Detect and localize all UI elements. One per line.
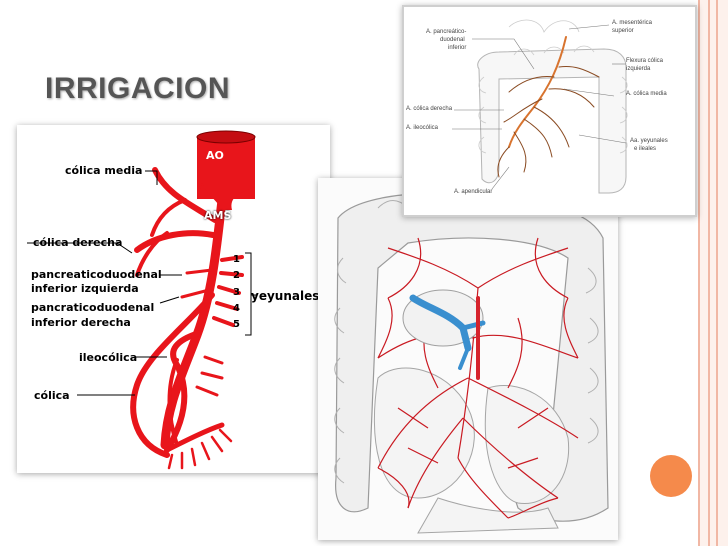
sma-label: AMS: [204, 209, 232, 222]
number-1: 1: [233, 254, 240, 265]
label-pancreaticoduodenal-der-2: inferior derecha: [31, 316, 131, 329]
ref-label-mesenterica-2: superior: [612, 28, 634, 34]
label-colica: cólica: [34, 389, 70, 402]
ref-label-pancreatico-2: duodenal: [440, 37, 465, 43]
aorta-shape: [196, 130, 256, 210]
number-5: 5: [233, 319, 240, 330]
label-ileocolica: ileocólica: [79, 351, 138, 364]
anatomical-illustration: [318, 178, 618, 540]
reference-diagram: A. pancreático- duodenal inferior A. mes…: [402, 5, 697, 217]
ref-label-pancreatico-1: A. pancreático-: [426, 29, 467, 35]
ref-label-yeyunales-1: Aa. yeyunales: [630, 138, 668, 144]
ref-label-flexura-2: izquierda: [626, 66, 651, 72]
slide-border-decoration: [698, 0, 728, 546]
ref-label-ileocolica: A. ileocólica: [406, 125, 439, 131]
number-3: 3: [233, 287, 240, 298]
aorta-label: AO: [206, 149, 224, 162]
number-2: 2: [233, 270, 240, 281]
ref-label-mesenterica-1: A. mesentérica: [612, 20, 653, 26]
label-colica-media: cólica media: [65, 164, 143, 177]
ref-label-colica-media: A. cólica media: [626, 91, 667, 97]
ref-label-yeyunales-2: e ileales: [634, 146, 657, 152]
sma-diagram-svg: [27, 130, 257, 470]
artery-diagram: AO AMS cólica media cólica derecha pancr…: [17, 125, 330, 473]
ref-label-flexura-1: Flexura cólica: [626, 58, 664, 64]
accent-circle: [650, 455, 692, 497]
intestine-illustration-svg: [318, 178, 618, 540]
slide-title: IRRIGACION: [45, 72, 230, 105]
number-4: 4: [233, 303, 240, 314]
label-pancreaticoduodenal-izq-2: inferior izquierda: [31, 282, 139, 295]
label-pancreaticoduodenal-izq-1: pancreaticoduodenal: [31, 268, 162, 281]
label-yeyunales: yeyunales: [251, 289, 320, 303]
ref-label-apendicular: A. apendicular: [454, 189, 493, 195]
label-pancreaticoduodenal-der-1: pancraticoduodenal: [31, 301, 155, 314]
reference-diagram-svg: [452, 19, 628, 194]
ref-label-pancreatico-3: inferior: [448, 45, 467, 51]
ref-label-colica-derecha: A. cólica derecha: [406, 106, 453, 112]
label-colica-derecha: cólica derecha: [33, 236, 123, 249]
